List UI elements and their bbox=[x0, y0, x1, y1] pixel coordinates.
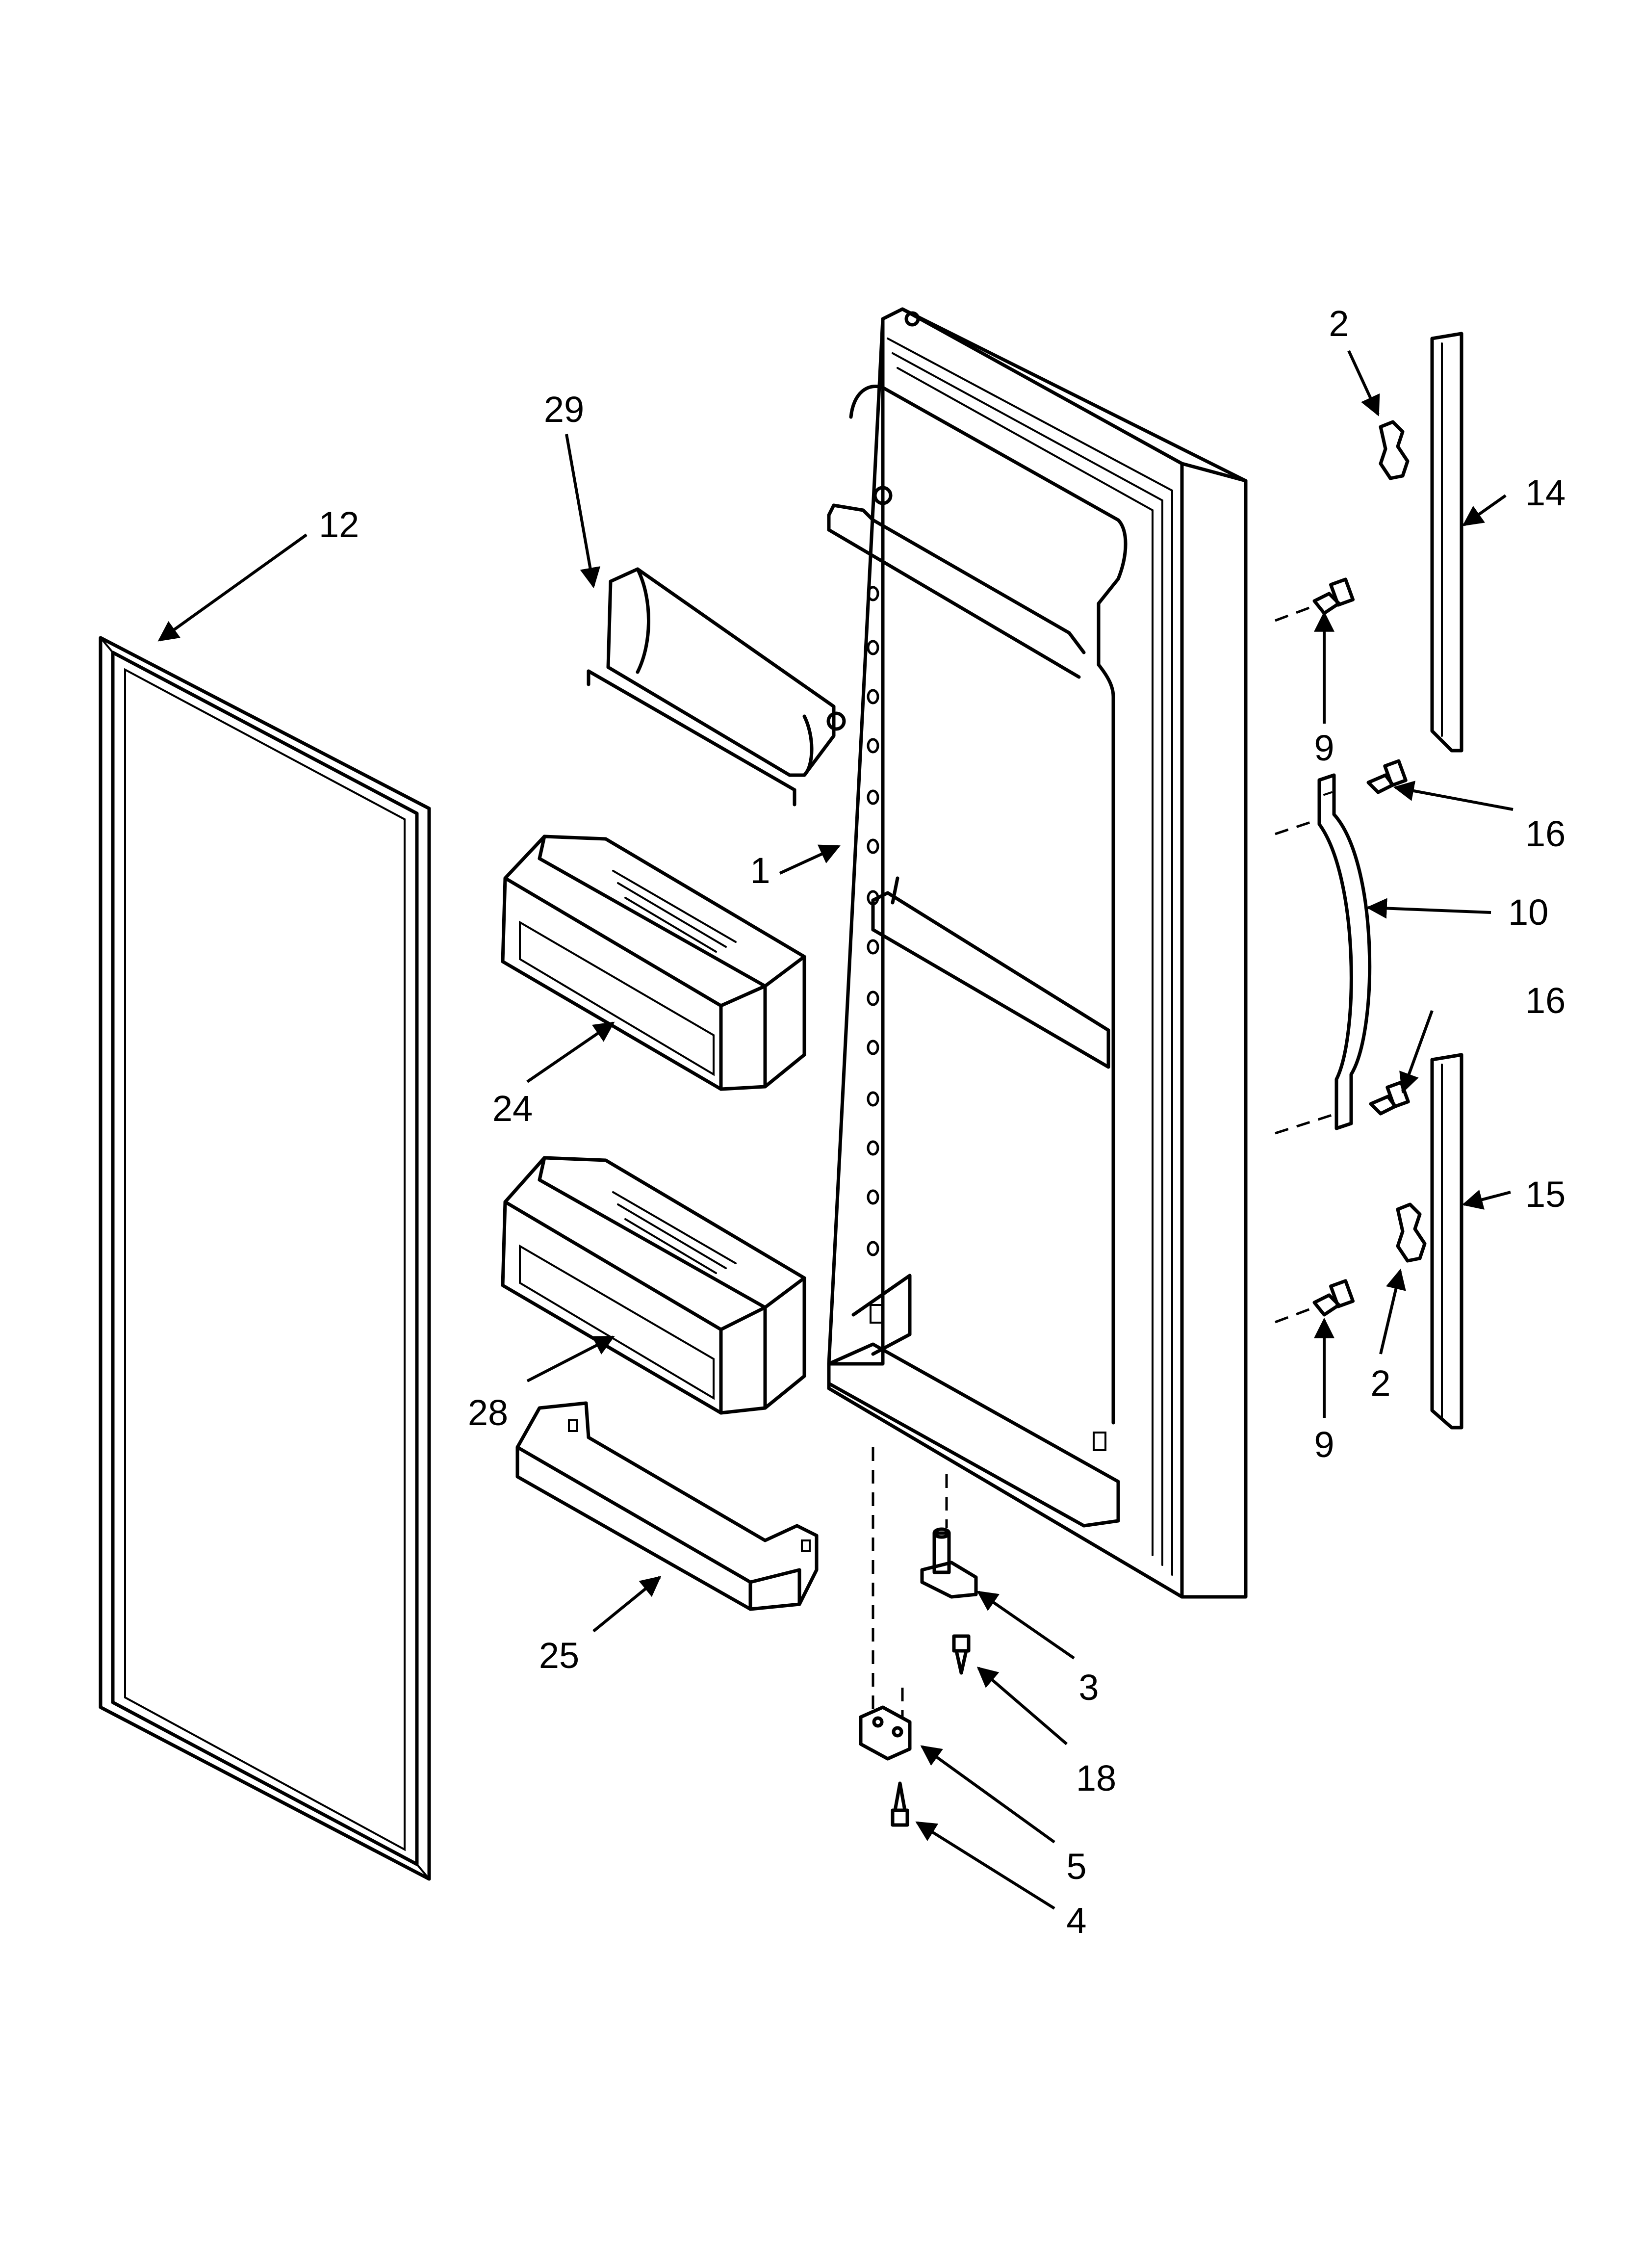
door-hinge-part bbox=[920, 1474, 978, 1599]
callout-1: 1 bbox=[750, 850, 770, 891]
callout-15: 15 bbox=[1525, 1174, 1565, 1215]
door-gasket-part bbox=[99, 636, 431, 1881]
hinge-bracket-part bbox=[859, 1447, 912, 1761]
callout-25: 25 bbox=[539, 1635, 579, 1676]
door-bin-upper-part bbox=[501, 834, 806, 1091]
callout-12: 12 bbox=[319, 504, 359, 545]
callout-28: 28 bbox=[468, 1392, 508, 1433]
leader-lines bbox=[157, 350, 1514, 1910]
callout-18: 18 bbox=[1076, 1758, 1116, 1799]
callout-29: 29 bbox=[544, 389, 584, 430]
callout-labels: 12 29 1 24 28 25 2 14 9 16 10 16 15 2 9 … bbox=[319, 303, 1565, 1941]
screw-lower-part bbox=[1275, 1279, 1355, 1324]
callout-16-lower: 16 bbox=[1525, 980, 1565, 1021]
door-assembly-part bbox=[827, 307, 1248, 1599]
callout-24: 24 bbox=[492, 1088, 533, 1129]
door-bin-lower-part bbox=[501, 1156, 806, 1415]
callout-3: 3 bbox=[1078, 1667, 1099, 1708]
hinge-screw-part bbox=[952, 1634, 971, 1675]
dairy-cover-part bbox=[587, 567, 846, 807]
callout-2-upper: 2 bbox=[1329, 303, 1349, 344]
callout-16-upper: 16 bbox=[1525, 813, 1565, 854]
handle-screw-lower-part bbox=[1369, 1080, 1410, 1116]
bracket-screw-part bbox=[891, 1781, 909, 1827]
callout-14: 14 bbox=[1525, 472, 1565, 513]
callout-9-lower: 9 bbox=[1314, 1424, 1334, 1465]
trim-upper-part bbox=[1430, 332, 1463, 753]
trim-clip-lower-part bbox=[1396, 1202, 1427, 1263]
callout-2-lower: 2 bbox=[1370, 1363, 1390, 1404]
trim-clip-upper-part bbox=[1379, 420, 1410, 480]
callout-5: 5 bbox=[1066, 1846, 1086, 1887]
trim-lower-part bbox=[1430, 1053, 1463, 1430]
shelf-post-holes bbox=[867, 586, 879, 1256]
callout-4: 4 bbox=[1066, 1900, 1086, 1941]
callout-9-upper: 9 bbox=[1314, 728, 1334, 768]
screw-upper-part bbox=[1275, 577, 1355, 622]
callout-10: 10 bbox=[1508, 892, 1548, 933]
door-shelf-rail-part bbox=[515, 1401, 819, 1611]
door-handle-part bbox=[1275, 773, 1372, 1135]
